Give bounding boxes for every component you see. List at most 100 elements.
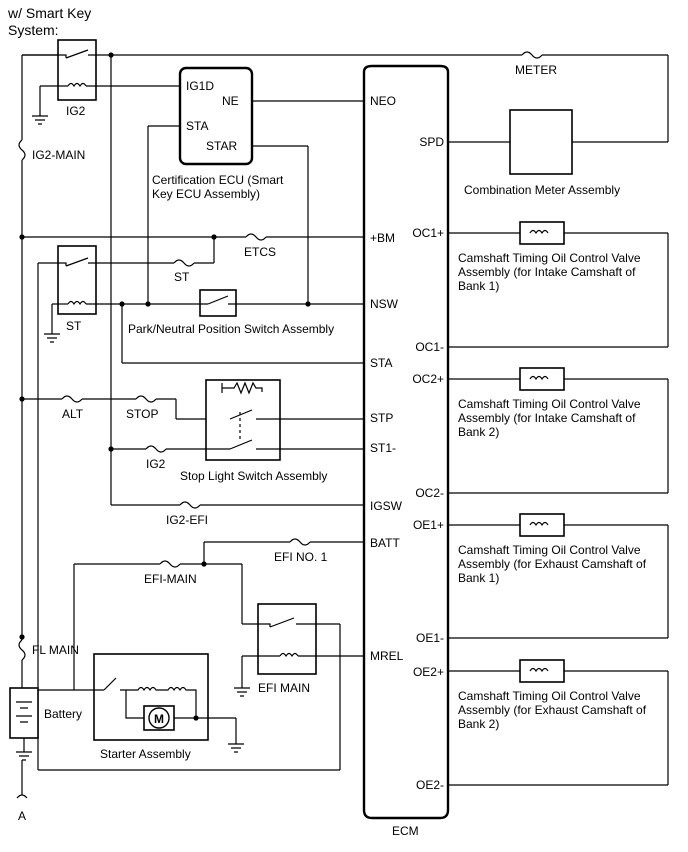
pin-batt: BATT [370, 536, 400, 550]
valve3-line2: Assembly (for Exhaust Camshaft of [458, 557, 647, 571]
junction-dot [305, 301, 311, 307]
cert-ecu-caption1: Certification ECU (Smart [152, 173, 284, 187]
valve1-line1: Camshaft Timing Oil Control Valve [458, 251, 641, 265]
st-relay-coil-icon [67, 300, 87, 306]
battery-label: Battery [44, 707, 82, 721]
pin-oc1p: OC1+ [412, 226, 444, 240]
cert-pin-star: STAR [206, 139, 237, 153]
valve3-coil-icon [529, 521, 549, 527]
pnp-switch-icon [200, 295, 236, 305]
fuse-ig2-main-label: IG2-MAIN [32, 148, 85, 162]
fuse-alt-label: ALT [62, 407, 84, 421]
pin-oe2p: OE2+ [413, 665, 444, 679]
connector-a-label: A [18, 809, 26, 823]
valve2-line1: Camshaft Timing Oil Control Valve [458, 397, 641, 411]
starter-motor-wire [125, 690, 196, 719]
pin-neo: NEO [370, 94, 396, 108]
starter-label: Starter Assembly [100, 747, 191, 761]
valve2-line3: Bank 2) [458, 425, 499, 439]
fuse-st-label: ST [174, 270, 190, 284]
valve3-line1: Camshaft Timing Oil Control Valve [458, 543, 641, 557]
pin-oc1m: OC1- [415, 340, 444, 354]
valve1-coil-icon [529, 229, 549, 235]
stop-light-switch-a-icon [229, 409, 280, 420]
valve1-line3: Bank 1) [458, 279, 499, 293]
cert-pin-sta: STA [186, 119, 208, 133]
fuse-etcs-icon [245, 233, 267, 241]
cert-pin-ne: NE [222, 94, 239, 108]
combination-meter-box [509, 109, 573, 175]
valve4-coil-icon [529, 667, 549, 673]
pin-igsw: IGSW [370, 499, 403, 513]
fuse-st-icon [173, 259, 195, 267]
ig2-relay-switch-icon [22, 49, 96, 59]
junction-dot [145, 301, 151, 307]
ig2-relay-label: IG2 [66, 104, 86, 118]
fuse-ig2-efi-icon [179, 501, 201, 509]
ecm-box [362, 64, 450, 820]
cert-pin-ig1d: IG1D [186, 79, 214, 93]
cert-ecu-caption2: Key ECU Assembly) [152, 187, 260, 201]
starter-motor-label: M [154, 712, 164, 726]
fuse-ig2-efi-label: IG2-EFI [166, 513, 208, 527]
valve4-line2: Assembly (for Exhaust Camshaft of [458, 703, 647, 717]
pin-st1: ST1- [370, 441, 396, 455]
fuse-alt-icon [61, 395, 83, 403]
header-line2: System: [8, 22, 59, 38]
junction-dot [108, 446, 114, 452]
starter-coils-icon [120, 686, 197, 718]
ground-icon [44, 333, 60, 343]
fuse-efi-no1-icon [289, 538, 311, 546]
junction-dot [19, 634, 25, 640]
fuse-ig2-main-icon [18, 139, 26, 161]
stop-light-resistor-icon [221, 381, 263, 395]
pin-oc2p: OC2+ [412, 372, 444, 386]
fuse-fl-main-icon [18, 639, 26, 661]
valve2-coil-icon [529, 375, 549, 381]
pnp-switch-box [199, 289, 237, 317]
stop-light-switch-b-icon [222, 439, 280, 450]
certification-ecu-box [178, 66, 254, 166]
fuse-fl-main-label: FL MAIN [32, 643, 79, 657]
fuse-meter-icon [521, 51, 543, 59]
valve4-line1: Camshaft Timing Oil Control Valve [458, 689, 641, 703]
pin-spd: SPD [419, 135, 444, 149]
ground-icon [234, 687, 250, 697]
fuse-ig2-label: IG2 [146, 457, 166, 471]
pin-sta: STA [370, 356, 392, 370]
pin-oe1m: OE1- [416, 631, 444, 645]
fuse-ig2-icon [145, 445, 167, 453]
ecm-label: ECM [392, 824, 419, 838]
connector-a-icon [16, 794, 28, 799]
valve1-line2: Assembly (for Intake Camshaft of [458, 265, 636, 279]
fuse-etcs-label: ETCS [244, 245, 276, 259]
stop-light-label: Stop Light Switch Assembly [180, 469, 327, 483]
efi-main-relay-box [257, 603, 317, 675]
combination-meter-label: Combination Meter Assembly [464, 183, 620, 197]
st-relay-label: ST [66, 319, 82, 333]
pin-bm: +BM [370, 231, 395, 245]
battery-cells-icon [16, 701, 32, 723]
valve2-line2: Assembly (for Intake Camshaft of [458, 411, 636, 425]
pin-stp: STP [370, 411, 393, 425]
fuse-meter-label: METER [515, 63, 557, 77]
pin-oe2m: OE2- [416, 778, 444, 792]
valve4-line3: Bank 2) [458, 717, 499, 731]
pin-nsw: NSW [370, 297, 399, 311]
fuse-efi-main-label: EFI-MAIN [144, 572, 197, 586]
pin-oc2m: OC2- [415, 486, 444, 500]
fuse-stop-icon [135, 395, 157, 403]
battery-box [9, 687, 39, 739]
fuse-efi-no1-label: EFI NO. 1 [274, 550, 328, 564]
fuse-stop-label: STOP [126, 407, 158, 421]
ig2-relay-box [57, 39, 97, 101]
efi-main-relay-label: EFI MAIN [258, 681, 310, 695]
efi-main-relay-coil-icon [279, 652, 299, 658]
starter-motor-icon [148, 707, 170, 729]
efi-main-relay-switch-icon [242, 617, 340, 628]
header-line1: w/ Smart Key [7, 5, 91, 21]
pin-mrel: MREL [370, 649, 404, 663]
starter-assembly-box [93, 653, 209, 741]
fuse-efi-main-icon [159, 560, 181, 568]
